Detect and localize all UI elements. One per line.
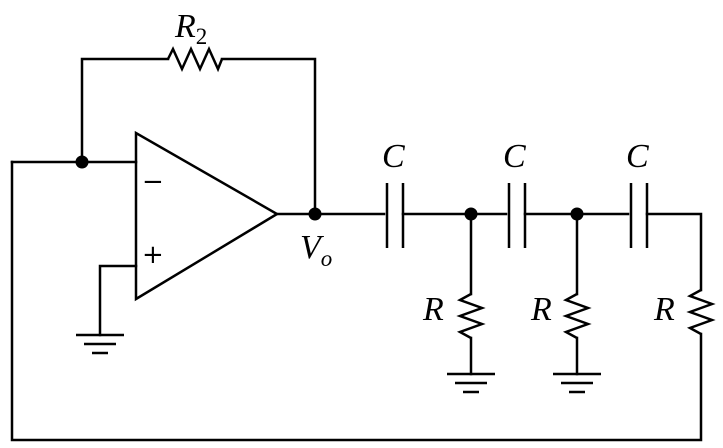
junction-dot-output	[308, 207, 322, 221]
label-c1: C	[382, 138, 405, 175]
capacitor-c2	[507, 183, 527, 248]
label-c3: C	[626, 138, 649, 175]
capacitor-c3	[629, 183, 649, 248]
minus-sign: −	[142, 167, 164, 197]
label-vo: Vo	[300, 229, 332, 271]
label-r-feedback: R	[653, 291, 675, 328]
junction-dot-inverting	[75, 155, 89, 169]
plus-sign: +	[142, 240, 164, 270]
return-wire	[10, 160, 703, 442]
label-r-shunt2: R	[530, 291, 552, 328]
ground-icon-r1	[447, 372, 495, 394]
capacitor-c1	[385, 183, 405, 248]
op-amp	[134, 130, 280, 302]
ground-icon-opamp	[76, 333, 124, 355]
feedback-wire	[80, 57, 317, 216]
resistor-r2	[166, 45, 224, 73]
resistor-r1	[456, 292, 486, 340]
junction-dot-node2	[570, 207, 584, 221]
wire-c3-right	[645, 212, 703, 292]
resistor-r2-shunt	[562, 292, 592, 340]
junction-dot-node1	[464, 207, 478, 221]
label-c2: C	[503, 138, 526, 175]
label-r2: R2	[174, 8, 207, 49]
ground-icon-r2	[553, 372, 601, 394]
label-r-shunt1: R	[422, 291, 444, 328]
resistor-r3	[686, 288, 716, 336]
noninverting-input-wire	[98, 264, 138, 337]
